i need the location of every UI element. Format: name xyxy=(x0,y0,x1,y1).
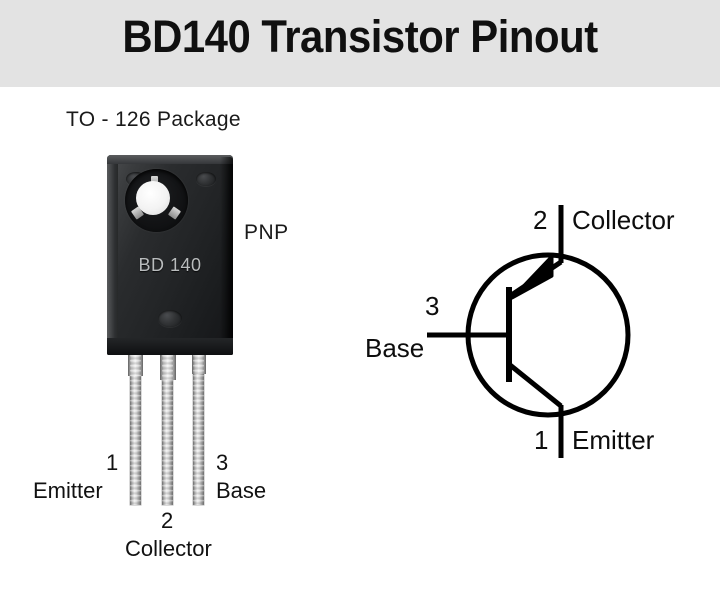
package-pin-3-number: 3 xyxy=(216,450,229,475)
lead-pin-3-texture xyxy=(193,350,204,505)
symbol-emitter-label: Emitter xyxy=(572,425,655,455)
package-pin-2-label: Collector xyxy=(125,536,212,561)
page-title: BD140 Transistor Pinout xyxy=(122,11,598,62)
package-right-shadow xyxy=(220,157,233,355)
package-type-caption: TO - 126 Package xyxy=(66,108,241,131)
lead-pin-2 xyxy=(162,346,173,505)
package-top-bevel xyxy=(107,155,233,164)
package-part-marking: BD 140 xyxy=(138,255,202,275)
symbol-base-label: Base xyxy=(365,333,425,363)
symbol-collector-label: Collector xyxy=(572,205,675,235)
mounting-hole xyxy=(136,181,170,215)
pnp-transistor-symbol xyxy=(427,205,631,458)
package-bottom-edge xyxy=(107,338,233,355)
transistor-package-image: BD 140 xyxy=(100,150,250,510)
package-left-bevel xyxy=(107,155,118,355)
symbol-collector-number: 2 xyxy=(533,205,548,235)
package-pin-3-label: Base xyxy=(216,478,267,503)
package-dimple-top-right xyxy=(196,172,216,186)
symbol-emitter-lead xyxy=(508,363,563,408)
package-pin-2-number: 2 xyxy=(161,508,174,533)
lead-pin-3 xyxy=(193,346,204,505)
symbol-pnp-arrowhead xyxy=(510,254,554,300)
lead-pin-1-texture xyxy=(130,350,141,505)
package-dimple-bottom xyxy=(158,310,182,327)
package-pin-1-label: Emitter xyxy=(33,478,103,503)
package-pin-1-number: 1 xyxy=(106,450,119,475)
device-polarity-caption: PNP xyxy=(244,221,289,244)
symbol-base-number: 3 xyxy=(425,291,440,321)
lead-pin-1 xyxy=(130,346,141,505)
lead-pin-2-texture xyxy=(162,350,173,505)
symbol-emitter-number: 1 xyxy=(534,425,549,455)
title-band: BD140 Transistor Pinout xyxy=(0,0,720,87)
